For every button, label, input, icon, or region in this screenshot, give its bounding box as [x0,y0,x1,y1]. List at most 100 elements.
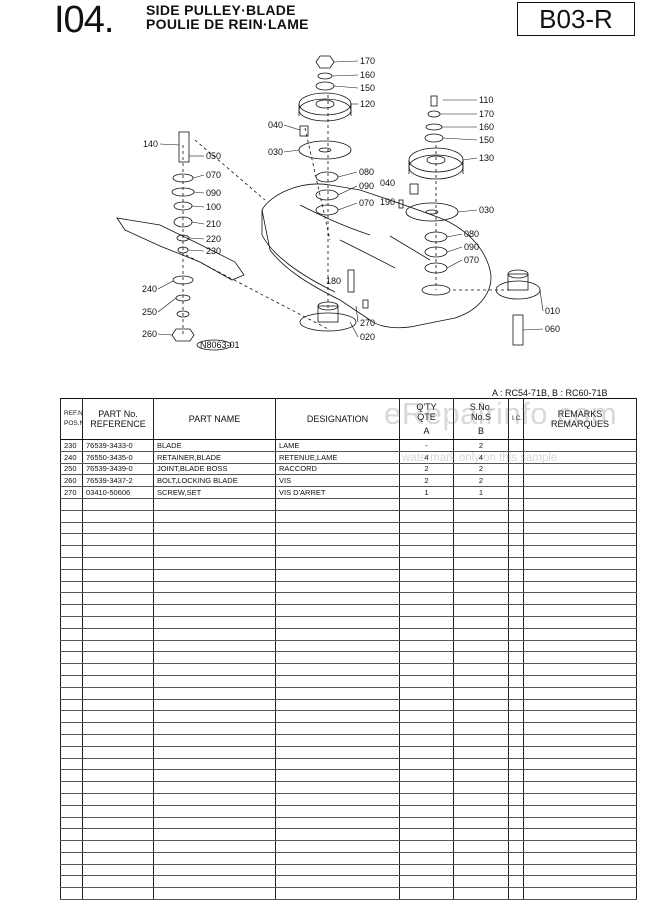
cell-designation [275,722,400,735]
cell-name [153,805,276,818]
cell-part-no: 76539-3433-0 [82,439,154,452]
cell-a: 2 [399,474,454,488]
cell-ic [508,640,524,653]
cell-designation [275,805,400,818]
cell-a [399,592,454,606]
svg-text:090: 090 [359,181,374,191]
cell-remarks [523,722,637,735]
cell-part-no: 76539-3439-0 [82,463,154,476]
cell-a [399,522,454,535]
cell-designation [275,651,400,665]
cell-ref [60,569,83,582]
cell-ref [60,592,83,606]
cell-b [453,710,509,724]
table-row [60,557,637,570]
svg-text:190: 190 [380,197,395,207]
cell-a: 1 [399,486,454,499]
table-row [60,592,637,606]
cell-ic [508,699,524,712]
cell-remarks [523,628,637,641]
cell-ref [60,781,83,794]
cell-b [453,734,509,747]
cell-ref: 240 [60,451,83,464]
cell-a: - [399,439,454,452]
cell-ic [508,498,524,511]
cell-a [399,875,454,889]
cell-b [453,746,509,759]
cell-part-no [82,628,154,641]
cell-remarks [523,592,637,606]
svg-text:080: 080 [359,167,374,177]
cell-ref [60,734,83,747]
cell-part-no [82,828,154,842]
cell-ref [60,604,83,617]
cell-ref [60,640,83,653]
cell-remarks [523,463,637,476]
svg-text:150: 150 [479,135,494,145]
cell-ic [508,828,524,842]
cell-b [453,769,509,783]
cell-ref [60,746,83,759]
cell-a [399,663,454,676]
cell-a [399,604,454,617]
cell-name: BLADE [153,439,276,452]
cell-part-no [82,569,154,582]
cell-remarks [523,805,637,818]
cell-name: JOINT,BLADE BOSS [153,463,276,476]
cell-part-no [82,840,154,853]
cell-ic [508,805,524,818]
cell-remarks [523,510,637,523]
table-row [60,581,637,594]
cell-part-no [82,734,154,747]
cell-a [399,769,454,783]
cell-a [399,651,454,665]
cell-name [153,628,276,641]
svg-text:240: 240 [142,284,157,294]
cell-remarks [523,557,637,570]
cell-designation [275,840,400,853]
svg-text:090: 090 [206,188,221,198]
table-row [60,498,637,511]
cell-a: 2 [399,463,454,476]
cell-name [153,569,276,582]
cell-ref [60,510,83,523]
cell-name: BOLT,LOCKING BLADE [153,474,276,488]
serial-number-header: S.No. No.S B [453,398,509,440]
cell-ref [60,710,83,724]
cell-name [153,699,276,712]
cell-ref [60,628,83,641]
cell-ref [60,663,83,676]
cell-name [153,769,276,783]
cell-remarks [523,734,637,747]
svg-text:050: 050 [206,151,221,161]
svg-text:210: 210 [206,219,221,229]
cell-designation [275,828,400,842]
table-row [60,651,637,665]
cell-name [153,510,276,523]
cell-name: SCREW,SET [153,486,276,499]
cell-part-no: 76550-3435-0 [82,451,154,464]
cell-a [399,734,454,747]
cell-part-no [82,498,154,511]
cell-name [153,734,276,747]
cell-ref [60,498,83,511]
cell-name [153,581,276,594]
cell-remarks [523,699,637,712]
assembly-guides [182,95,510,335]
cell-remarks [523,817,637,830]
cell-a [399,533,454,547]
table-row [60,887,637,900]
table-row [60,569,637,582]
cell-designation [275,545,400,558]
svg-text:060: 060 [545,324,560,334]
cell-name [153,498,276,511]
svg-text:070: 070 [206,170,221,180]
cell-ref [60,722,83,735]
cell-b [453,651,509,665]
cell-a [399,758,454,771]
table-row [60,722,637,735]
cell-b [453,675,509,688]
